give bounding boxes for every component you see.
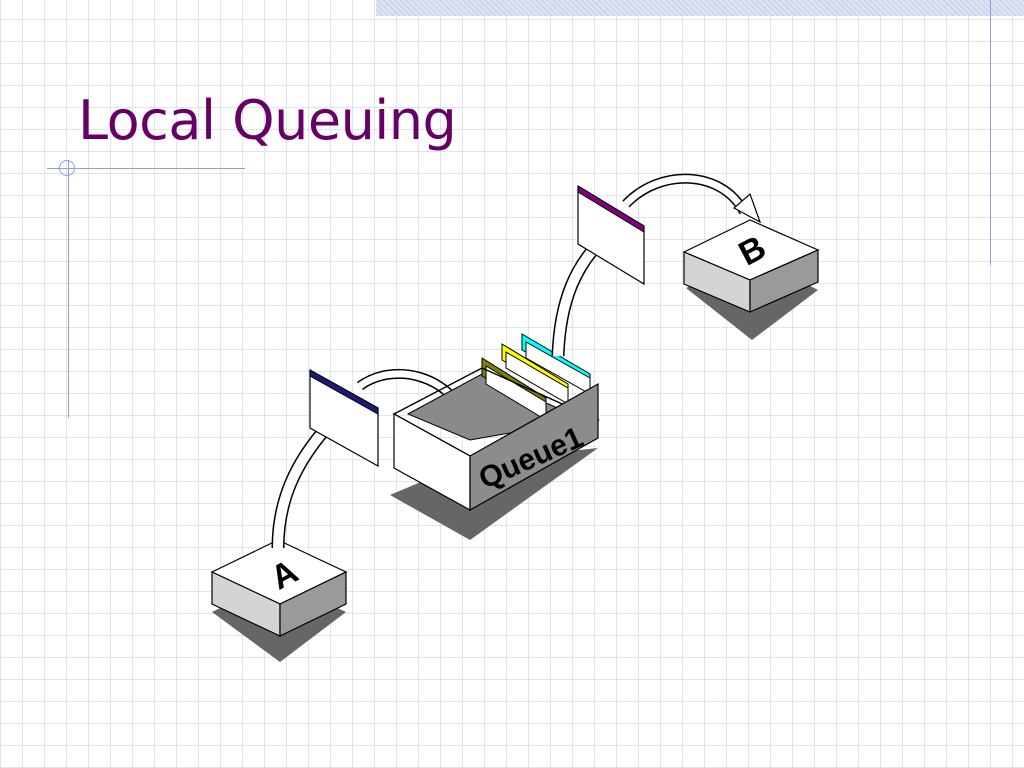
queue-box: Queue1 (390, 333, 601, 540)
sender-arrow-fill (273, 422, 332, 549)
right-vertical-rule (990, 0, 991, 265)
outgoing-message-color-bar (577, 185, 645, 233)
receiver-box-b: B (682, 219, 820, 340)
incoming-message (309, 368, 379, 468)
sender-box-right-face (279, 571, 347, 637)
top-decorative-band (376, 0, 1024, 16)
deliver-arrow (622, 173, 762, 224)
outgoing-message (577, 184, 645, 286)
rule-circle-ornament (59, 160, 75, 176)
receiver-box-right-face (749, 249, 819, 313)
incoming-message-color-bar (309, 369, 379, 415)
slide-title: Local Queuing (78, 89, 457, 152)
sender-box-a: A (210, 539, 348, 662)
queue-box-right-face (469, 382, 599, 512)
deliver-arrowhead (732, 192, 762, 224)
title-underline-rule (47, 168, 245, 169)
deliver-arrow-fill (623, 175, 748, 214)
sender-arrow (271, 421, 333, 549)
left-vertical-rule (68, 160, 69, 418)
